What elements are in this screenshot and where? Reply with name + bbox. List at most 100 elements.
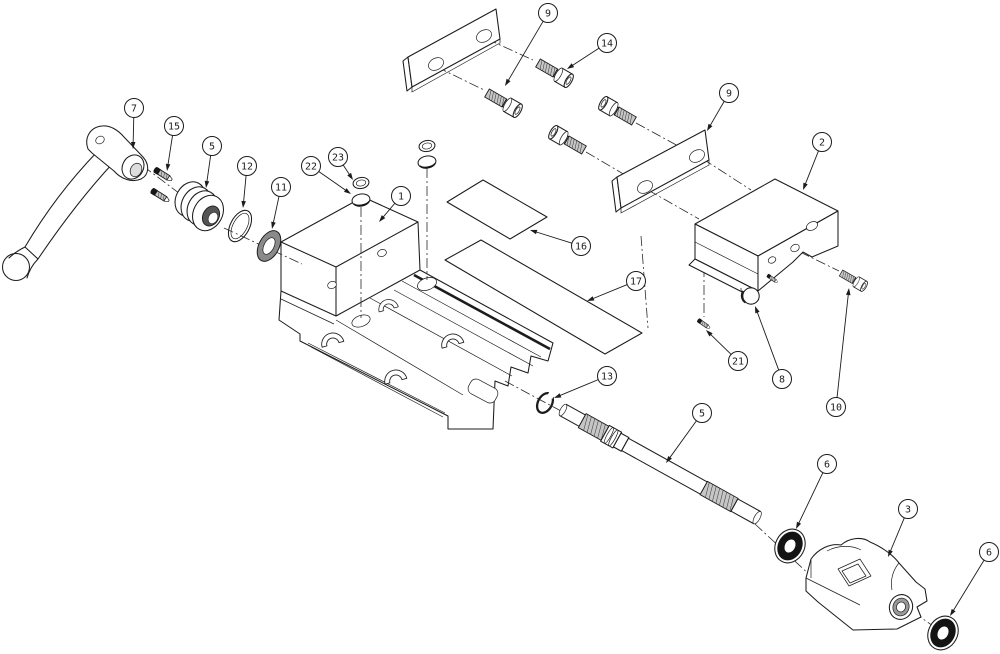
balloon-12: 12: [237, 156, 257, 208]
leader-line: [507, 20, 544, 82]
leader-line: [381, 202, 396, 219]
balloon-number: 16: [575, 241, 587, 252]
balloon-number: 13: [601, 371, 613, 382]
balloon-circle: [979, 542, 999, 562]
balloon-circle: [571, 236, 591, 256]
part-jaw-plate-right: [611, 129, 710, 214]
balloon-11: 11: [271, 177, 291, 229]
balloon-5: 5: [666, 403, 712, 463]
balloon-number: 3: [905, 504, 911, 515]
leader-arrowhead: [530, 229, 538, 235]
leader-arrowhead: [707, 123, 713, 131]
leader-arrowhead: [204, 180, 210, 188]
balloon-number: 9: [545, 8, 551, 19]
balloon-22: 22: [301, 156, 351, 194]
part-lead-screw: [558, 403, 762, 525]
balloon-circle: [202, 136, 222, 156]
balloon-number: 21: [732, 356, 744, 367]
balloon-number: 6: [986, 547, 992, 558]
leader-arrowhead: [130, 141, 136, 149]
leader-line: [756, 310, 780, 371]
balloon-number: 5: [209, 141, 215, 152]
balloon-number: 2: [819, 137, 825, 148]
leader-arrowhead: [554, 393, 562, 398]
leader-arrowhead: [755, 306, 760, 314]
leader-line: [243, 175, 247, 204]
balloon-21: 21: [706, 330, 748, 371]
leader-arrowhead: [706, 330, 713, 337]
balloon-6: 6: [950, 542, 999, 616]
part-cover-plate-short: [446, 179, 548, 240]
balloon-circle: [597, 366, 617, 386]
balloon-number: 12: [241, 161, 253, 172]
balloon-circle: [626, 271, 646, 291]
leader-line: [167, 135, 173, 167]
balloon-circle: [719, 83, 739, 103]
balloon-number: 5: [699, 408, 705, 419]
part-jaw-plate-left: [402, 8, 501, 93]
leader-line: [272, 196, 280, 225]
balloon-circle: [164, 116, 184, 136]
balloon-number: 10: [830, 402, 842, 413]
leader-arrowhead: [803, 182, 808, 190]
balloon-9: 9: [707, 83, 739, 131]
balloon-7: 7: [124, 98, 144, 149]
leader-line: [206, 155, 212, 184]
balloon-circle: [728, 351, 748, 371]
part-bearing-washer: [256, 230, 282, 262]
balloon-circle: [237, 156, 257, 176]
leader-arrowhead: [587, 296, 595, 301]
part-movable-jaw: [688, 178, 839, 298]
leader-arrowhead: [241, 200, 246, 208]
balloon-circle: [124, 98, 144, 118]
balloon-number: 8: [779, 374, 785, 385]
balloon-number: 15: [168, 121, 180, 132]
leader-line: [668, 420, 697, 460]
balloon-number: 11: [275, 182, 287, 193]
balloon-15: 15: [164, 116, 184, 171]
balloon-circle: [391, 186, 411, 206]
balloon-3: 3: [888, 499, 918, 557]
part-ball: [740, 287, 760, 305]
leader-line: [709, 100, 725, 127]
leader-line: [132, 117, 135, 145]
leader-arrowhead: [796, 521, 802, 529]
balloon-number: 14: [601, 38, 613, 49]
balloon-8: 8: [755, 306, 792, 389]
balloon-circle: [812, 132, 832, 152]
leader-arrowhead: [347, 172, 353, 180]
leader-arrowhead: [567, 63, 575, 69]
balloon-14: 14: [567, 33, 617, 69]
balloon-number: 22: [305, 161, 317, 172]
leader-line: [318, 171, 348, 192]
balloon-circle: [692, 403, 712, 423]
balloon-number: 7: [131, 103, 137, 114]
leader-line: [804, 150, 819, 186]
leader-arrowhead: [950, 608, 956, 616]
leader-line: [836, 292, 849, 398]
leader-arrowhead: [271, 221, 276, 229]
balloon-1: 1: [379, 186, 411, 222]
leader-line: [342, 164, 351, 177]
leader-line: [570, 47, 600, 67]
balloon-number: 23: [332, 152, 344, 163]
part-cover-plate-long: [444, 239, 643, 355]
balloon-16: 16: [530, 229, 591, 256]
leader-line: [534, 231, 573, 244]
parts-layer: [1, 8, 965, 654]
balloon-number: 1: [398, 191, 404, 202]
balloon-10: 10: [826, 288, 851, 417]
balloon-circle: [301, 156, 321, 176]
balloon-number: 6: [824, 459, 830, 470]
leader-line: [889, 517, 905, 553]
part-o-ring: [227, 209, 253, 243]
balloon-circle: [826, 397, 846, 417]
balloon-circle: [597, 33, 617, 53]
leader-arrowhead: [666, 455, 672, 463]
part-retaining-ring: [535, 390, 556, 414]
balloon-6: 6: [796, 454, 837, 529]
leader-arrowhead: [888, 549, 893, 557]
